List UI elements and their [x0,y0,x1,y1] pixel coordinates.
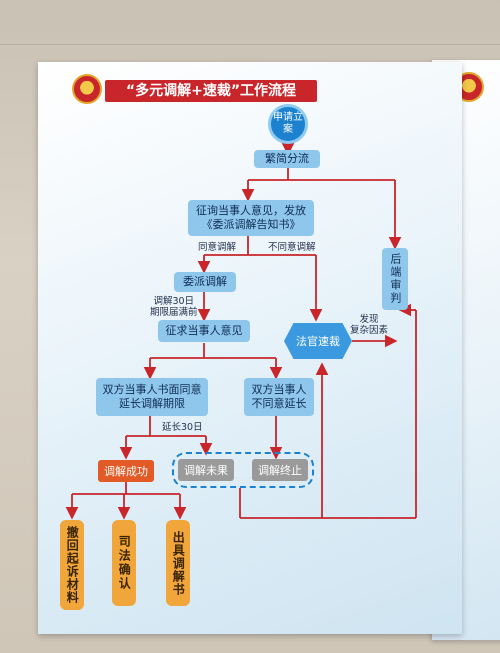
label-30-days: 调解30日 期限届满前 [150,296,198,319]
node-later-trial: 后端审判 [382,248,408,310]
label-complex: 发现 复杂因素 [350,314,389,337]
court-emblem-icon [72,74,102,104]
poster-title: “多元调解+速裁”工作流程 [105,80,317,102]
node-triage: 繁简分流 [254,150,320,168]
dashed-group [172,452,314,488]
label-extend-30: 延长30日 [162,422,203,433]
node-consult: 征询当事人意见，发放《委派调解告知书》 [188,200,314,236]
flowchart-poster [38,62,462,634]
node-judge-fast: 法官速裁 [284,323,352,359]
node-success: 调解成功 [98,460,154,482]
node-seek-opinion: 征求当事人意见 [158,320,250,342]
node-unsettled: 调解未果 [178,459,234,481]
node-terminated: 调解终止 [252,459,308,481]
node-issue-doc: 出具调解书 [166,520,190,606]
node-not-agree: 双方当事人不同意延长 [244,378,314,416]
node-apply: 申请立案 [268,104,308,144]
node-withdraw: 撤回起诉材料 [60,520,84,610]
wall-seam [0,44,500,45]
node-delegate: 委派调解 [174,272,236,292]
label-disagree: 不同意调解 [268,242,316,253]
node-judicial-confirm: 司法确认 [112,520,136,606]
label-agree: 同意调解 [198,242,237,253]
node-both-agree: 双方当事人书面同意延长调解期限 [96,378,208,416]
